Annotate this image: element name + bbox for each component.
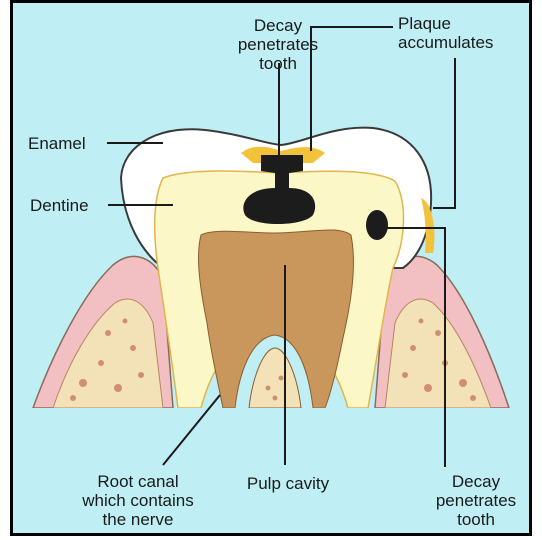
label-plaque: Plaque accumulates <box>398 14 528 52</box>
label-decay-side: Decay penetrates tooth <box>426 472 526 529</box>
decay-side <box>366 210 388 240</box>
label-dentine: Dentine <box>30 196 110 215</box>
label-decay-top: Decay penetrates tooth <box>228 16 328 73</box>
label-enamel: Enamel <box>28 134 108 153</box>
label-root-canal: Root canal which contains the nerve <box>68 472 208 529</box>
tooth-diagram <box>13 3 529 533</box>
label-pulp-cavity: Pulp cavity <box>232 474 344 493</box>
